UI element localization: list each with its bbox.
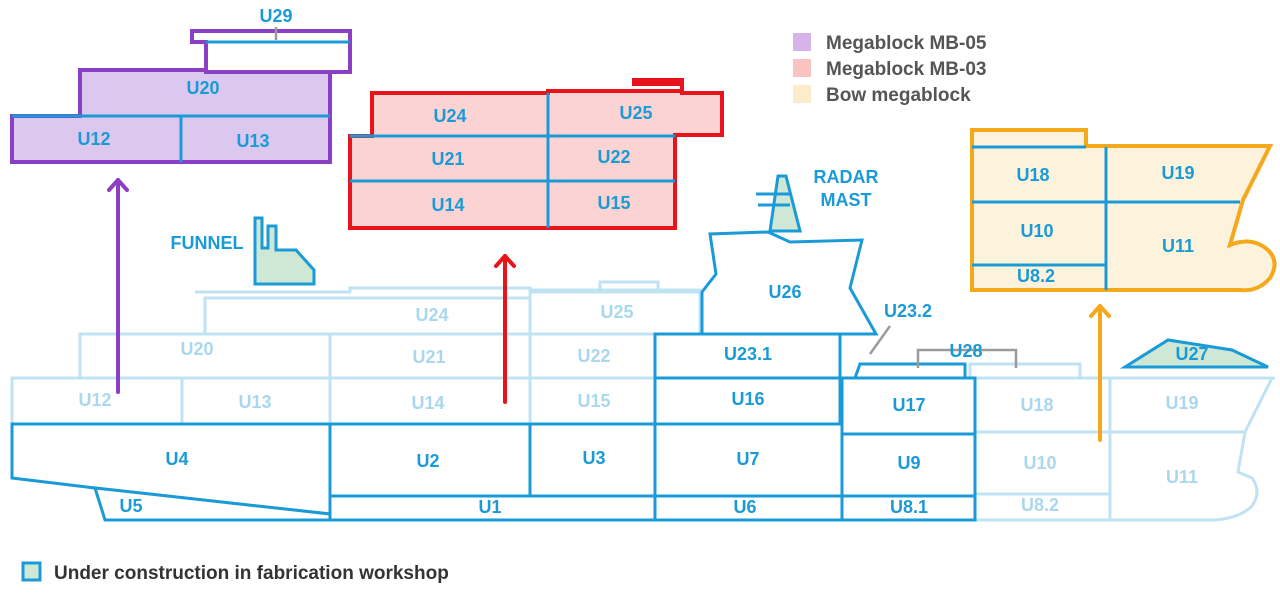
unit-label-mb03-u22: U22: [597, 147, 630, 167]
unit-label-ship_pale-u13: U13: [238, 392, 271, 412]
legend-swatch-mb03: [793, 59, 811, 77]
unit-label-ship_blue-u5: U5: [119, 496, 142, 516]
unit-label-mb03-u21: U21: [431, 149, 464, 169]
unit-label-bow-u10: U10: [1020, 221, 1053, 241]
u23-2-label: U23.2: [884, 301, 932, 321]
unit-label-mb03-u14: U14: [431, 195, 464, 215]
unit-label-ship_pale-u10: U10: [1023, 453, 1056, 473]
unit-label-ship_blue-u9: U9: [897, 453, 920, 473]
unit-label-mb05-u12: U12: [77, 129, 110, 149]
mb05-u29-outline: [190, 29, 352, 74]
workshop-items: [253, 174, 1269, 369]
legend-label-bow: Bow megablock: [826, 85, 971, 106]
pale-block-u24: [203, 296, 532, 336]
u28-bracket: [916, 348, 1018, 368]
radar-mast-rails: [756, 192, 790, 207]
arrow-mb03: [494, 254, 516, 404]
unit-label-ship_pale-u18: U18: [1020, 395, 1053, 415]
unit-label-ship_blue-u7: U7: [736, 449, 759, 469]
unit-label-bow-u8-2: U8.2: [1017, 266, 1055, 286]
u27-label: U27: [1175, 344, 1208, 364]
unit-label-ship_pale-u8-2: U8.2: [1021, 495, 1059, 515]
unit-label-ship_pale-u25: U25: [600, 302, 633, 322]
footer-swatch: [21, 561, 42, 582]
legend-swatch-mb05: [793, 33, 811, 51]
unit-label-ship_blue-u8-1: U8.1: [890, 497, 928, 517]
footer-label: Under construction in fabrication worksh…: [54, 563, 449, 584]
u29-label: U29: [259, 6, 292, 26]
radar-label-line2: MAST: [821, 190, 872, 210]
unit-label-ship_pale-u20: U20: [180, 339, 213, 359]
unit-label-ship_blue-u6: U6: [733, 497, 756, 517]
unit-label-ship_blue-u3: U3: [582, 448, 605, 468]
bow-outline: [970, 128, 1277, 293]
unit-label-ship_blue-u17: U17: [892, 395, 925, 415]
lift-arrows: [107, 178, 1111, 442]
funnel-shape: [253, 216, 316, 286]
megablock-mb03: [348, 78, 724, 230]
radar-label-line1: RADAR: [814, 167, 879, 187]
unit-label-ship_pale-u24: U24: [415, 305, 448, 325]
unit-label-ship_pale-u14: U14: [411, 393, 444, 413]
unit-label-ship_pale-u19: U19: [1165, 393, 1198, 413]
block-u23-2: [852, 362, 967, 380]
pale-u25-step: [598, 280, 660, 290]
pale-u28-base: [968, 362, 1082, 378]
u23-2-leader: [868, 325, 892, 355]
unit-label-ship_blue-u2: U2: [416, 451, 439, 471]
u28-label: U28: [949, 341, 982, 361]
block-u26: [700, 230, 879, 336]
unit-label-ship_blue-u1: U1: [478, 497, 501, 517]
legend-label-mb03: Megablock MB-03: [826, 59, 986, 80]
pale-block-u11: [1108, 430, 1259, 522]
unit-label-ship_pale-u11: U11: [1166, 467, 1198, 487]
funnel-label: FUNNEL: [171, 233, 244, 253]
unit-label-ship_pale-u22: U22: [577, 346, 610, 366]
unit-label-bow-u18: U18: [1016, 165, 1049, 185]
bow-megablock: [970, 128, 1277, 293]
block-u6: [653, 494, 844, 522]
ship-blue-blocks: [10, 230, 977, 522]
mb03-outline: [348, 78, 724, 230]
unit-label-ship_blue-u16: U16: [731, 389, 764, 409]
legend-label-mb05: Megablock MB-05: [826, 33, 987, 54]
block-u16: [653, 376, 842, 426]
unit-label-mb03-u15: U15: [597, 193, 630, 213]
block-u8-1: [840, 494, 977, 522]
legend: Megablock MB-05 Megablock MB-03 Bow mega…: [793, 33, 987, 106]
unit-label-mb05-u20: U20: [186, 78, 219, 98]
arrow-bow: [1089, 304, 1111, 442]
unit-label-ship_blue-u26: U26: [768, 282, 801, 302]
unit-label-ship_pale-u21: U21: [412, 347, 445, 367]
unit-label-ship_pale-u12: U12: [78, 390, 111, 410]
unit-label-ship_pale-u15: U15: [577, 391, 610, 411]
unit-label-ship_blue-u4: U4: [165, 449, 188, 469]
legend-swatch-bow: [793, 85, 811, 103]
megablock-mb05: [10, 29, 352, 164]
unit-label-mb05-u13: U13: [236, 131, 269, 151]
block-u7: [653, 422, 844, 498]
unit-label-ship_blue-u23-1: U23.1: [724, 344, 772, 364]
block-u17: [840, 376, 977, 436]
block-u3: [528, 422, 657, 498]
unit-label-mb03-u24: U24: [433, 106, 466, 126]
u27-shape: [1119, 338, 1269, 369]
leader-lines: [274, 27, 1018, 368]
unit-label-bow-u11: U11: [1162, 236, 1194, 256]
unit-label-bow-u19: U19: [1161, 163, 1194, 183]
unit-label-mb03-u25: U25: [619, 103, 652, 123]
arrow-mb05: [107, 178, 129, 394]
footer-legend: Under construction in fabrication worksh…: [21, 561, 449, 584]
